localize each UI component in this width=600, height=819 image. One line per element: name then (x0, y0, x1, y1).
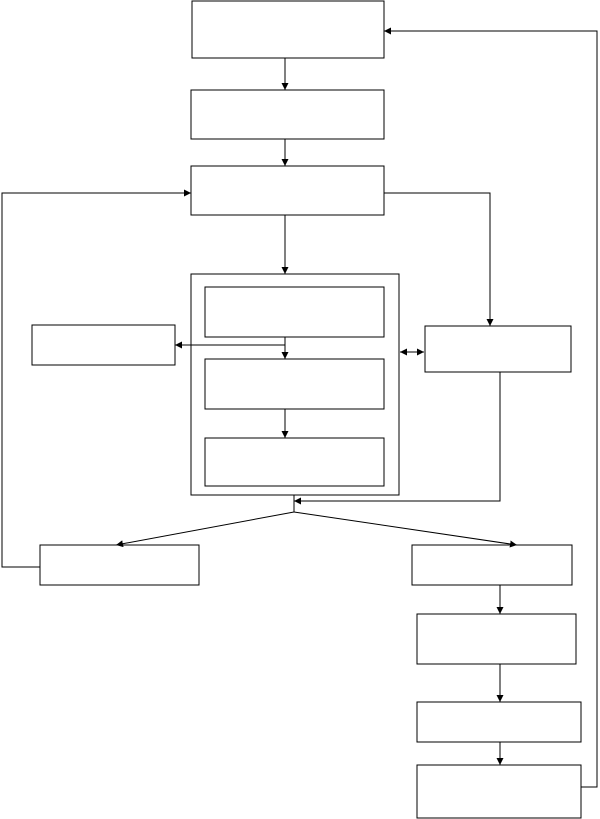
bottom-right-box-3 (416, 701, 582, 743)
inner-box-1 (204, 286, 385, 338)
arrow-merge-to-bottom-right-box (293, 511, 518, 548)
bottom-right-box-2 (416, 613, 577, 665)
box-3 (190, 165, 385, 216)
box-2 (190, 89, 385, 140)
bottom-right-box-4 (416, 764, 582, 819)
arrow-merge-to-bottom-left-box (115, 511, 295, 548)
inner-box-2 (204, 358, 385, 410)
arrow-br4-loop-to-box1 (384, 27, 598, 788)
right-side-box (424, 325, 572, 373)
bottom-right-box-1 (411, 544, 573, 586)
arrow-box3-to-right-side-box (384, 192, 494, 326)
arrow-right-side-box-to-merge (294, 372, 501, 505)
inner-box-3 (204, 437, 385, 487)
bottom-left-box (39, 544, 200, 586)
box-1 (191, 0, 385, 59)
arrow-bottom-left-loop-to-box3 (1, 189, 191, 568)
container-frame (190, 273, 400, 496)
left-side-box (31, 324, 176, 366)
